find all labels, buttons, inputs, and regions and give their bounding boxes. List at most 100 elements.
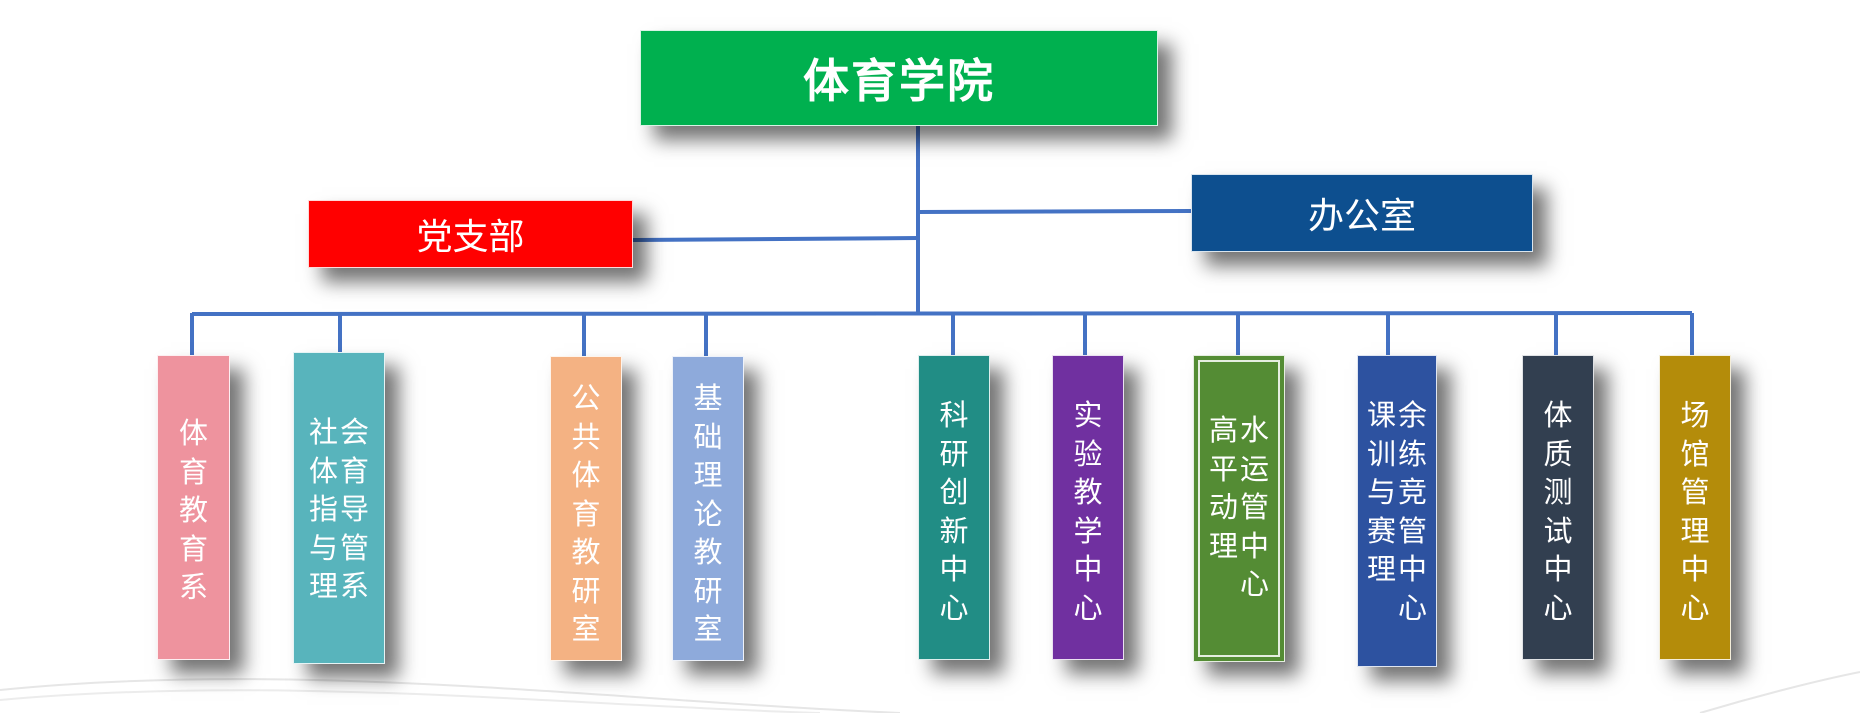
department-label-char: 运 bbox=[1239, 451, 1269, 486]
department-label-char: 中 bbox=[1397, 552, 1427, 586]
department-label-char: 理 bbox=[1680, 513, 1710, 548]
department-label-char: 实 bbox=[1073, 398, 1103, 432]
department-label-char: 心 bbox=[1543, 590, 1573, 625]
department-label-column: 余练竞管中心 bbox=[1397, 396, 1428, 627]
department-label-char: 管 bbox=[339, 530, 369, 565]
department-label-char: 研 bbox=[939, 436, 969, 471]
department-label-char: 育 bbox=[571, 496, 601, 531]
department-node-d2: 社体指与理会育导管系 bbox=[293, 352, 385, 664]
department-label-char: 馆 bbox=[1680, 436, 1710, 471]
department-label-char: 竞 bbox=[1397, 475, 1427, 509]
department-label-char: 水 bbox=[1239, 413, 1269, 447]
department-node-d6: 实验教学中心 bbox=[1052, 355, 1124, 660]
department-label-column: 基础理论教研室 bbox=[693, 379, 724, 649]
department-label-column: 高平动理 bbox=[1208, 411, 1239, 565]
department-label-char: 心 bbox=[1680, 590, 1710, 625]
department-label-char: 研 bbox=[693, 573, 723, 608]
department-label-char: 课 bbox=[1366, 398, 1396, 432]
department-label-char: 室 bbox=[693, 612, 723, 646]
department-label-char: 试 bbox=[1543, 513, 1573, 548]
department-label-column: 实验教学中心 bbox=[1073, 396, 1104, 627]
department-label-char: 研 bbox=[571, 573, 601, 608]
department-label-char: 动 bbox=[1208, 490, 1238, 524]
department-node-d7: 高平动理水运管中心 bbox=[1193, 355, 1285, 662]
department-label-char: 理 bbox=[308, 569, 338, 603]
department-label-char: 高 bbox=[1208, 413, 1238, 447]
department-label-char: 教 bbox=[571, 535, 601, 569]
department-label-char: 会 bbox=[339, 415, 369, 449]
department-label-char: 导 bbox=[339, 492, 369, 526]
department-node-d1: 体育教育系 bbox=[157, 355, 230, 660]
department-bus bbox=[191, 311, 1693, 316]
department-label-char: 与 bbox=[308, 530, 338, 565]
party-connector bbox=[632, 236, 919, 242]
department-label-char: 心 bbox=[1239, 567, 1269, 601]
department-label-char: 体 bbox=[571, 458, 601, 492]
department-label-char: 教 bbox=[178, 493, 208, 527]
department-label-char: 中 bbox=[1239, 528, 1269, 563]
department-label-column: 体育教育系 bbox=[178, 414, 209, 607]
department-label-column: 公共体育教研室 bbox=[571, 379, 602, 649]
department-label-char: 中 bbox=[939, 552, 969, 586]
department-label-char: 育 bbox=[178, 454, 208, 489]
department-label-char: 管 bbox=[1239, 490, 1269, 524]
department-label-char: 平 bbox=[1208, 451, 1238, 486]
department-label-char: 理 bbox=[1208, 528, 1238, 563]
department-label-column: 科研创新中心 bbox=[939, 396, 970, 627]
department-label-char: 理 bbox=[1366, 552, 1396, 586]
party-branch-node: 党支部 bbox=[308, 200, 633, 268]
department-node-d4: 基础理论教研室 bbox=[672, 356, 744, 661]
department-label-char: 管 bbox=[1680, 475, 1710, 509]
department-label-char: 公 bbox=[571, 381, 601, 415]
department-node-d5: 科研创新中心 bbox=[918, 355, 990, 660]
department-label-char: 管 bbox=[1397, 513, 1427, 548]
department-node-d9: 体质测试中心 bbox=[1522, 355, 1594, 660]
department-label-char: 余 bbox=[1397, 398, 1427, 432]
department-label-column: 水运管中心 bbox=[1239, 411, 1270, 604]
office-connector bbox=[917, 209, 1192, 214]
department-label-char: 指 bbox=[308, 492, 338, 526]
department-label-char: 中 bbox=[1680, 552, 1710, 586]
department-label-char: 场 bbox=[1680, 398, 1710, 432]
department-label-char: 心 bbox=[1397, 590, 1427, 625]
department-label-char: 教 bbox=[1073, 475, 1103, 509]
department-label-char: 基 bbox=[693, 381, 723, 415]
department-label-char: 心 bbox=[1073, 590, 1103, 625]
department-label-column: 会育导管系 bbox=[339, 413, 370, 606]
department-node-d10: 场馆管理中心 bbox=[1659, 355, 1731, 660]
department-label-char: 质 bbox=[1543, 436, 1573, 471]
department-label-char: 理 bbox=[693, 458, 723, 492]
department-label-char: 体 bbox=[308, 453, 338, 488]
office-node: 办公室 bbox=[1191, 174, 1533, 252]
department-label-char: 中 bbox=[1543, 552, 1573, 586]
department-label-char: 论 bbox=[693, 496, 723, 531]
root-node: 体育学院 bbox=[640, 30, 1158, 126]
department-label-char: 心 bbox=[939, 590, 969, 625]
root-label: 体育学院 bbox=[803, 54, 995, 108]
department-node-d3: 公共体育教研室 bbox=[550, 356, 622, 661]
department-label-char: 创 bbox=[939, 475, 969, 509]
department-label-char: 社 bbox=[308, 415, 338, 449]
department-drops bbox=[190, 313, 1694, 356]
department-label-char: 育 bbox=[339, 453, 369, 488]
department-label-char: 验 bbox=[1073, 436, 1103, 471]
department-label-char: 育 bbox=[178, 531, 208, 566]
department-label-char: 新 bbox=[939, 513, 969, 548]
department-label-char: 科 bbox=[939, 398, 969, 432]
department-label-column: 场馆管理中心 bbox=[1680, 396, 1711, 627]
department-label-char: 训 bbox=[1366, 436, 1396, 471]
department-label-char: 与 bbox=[1366, 475, 1396, 509]
department-label-char: 中 bbox=[1073, 552, 1103, 586]
department-label-char: 系 bbox=[178, 570, 208, 604]
department-label-char: 体 bbox=[1543, 398, 1573, 432]
department-label-char: 学 bbox=[1073, 513, 1103, 548]
department-label-column: 体质测试中心 bbox=[1543, 396, 1574, 627]
department-label-char: 练 bbox=[1397, 436, 1427, 471]
department-label-char: 体 bbox=[178, 416, 208, 450]
department-node-d8: 课训与赛理余练竞管中心 bbox=[1357, 355, 1437, 667]
department-label-char: 室 bbox=[571, 612, 601, 646]
department-label-char: 测 bbox=[1543, 475, 1573, 509]
